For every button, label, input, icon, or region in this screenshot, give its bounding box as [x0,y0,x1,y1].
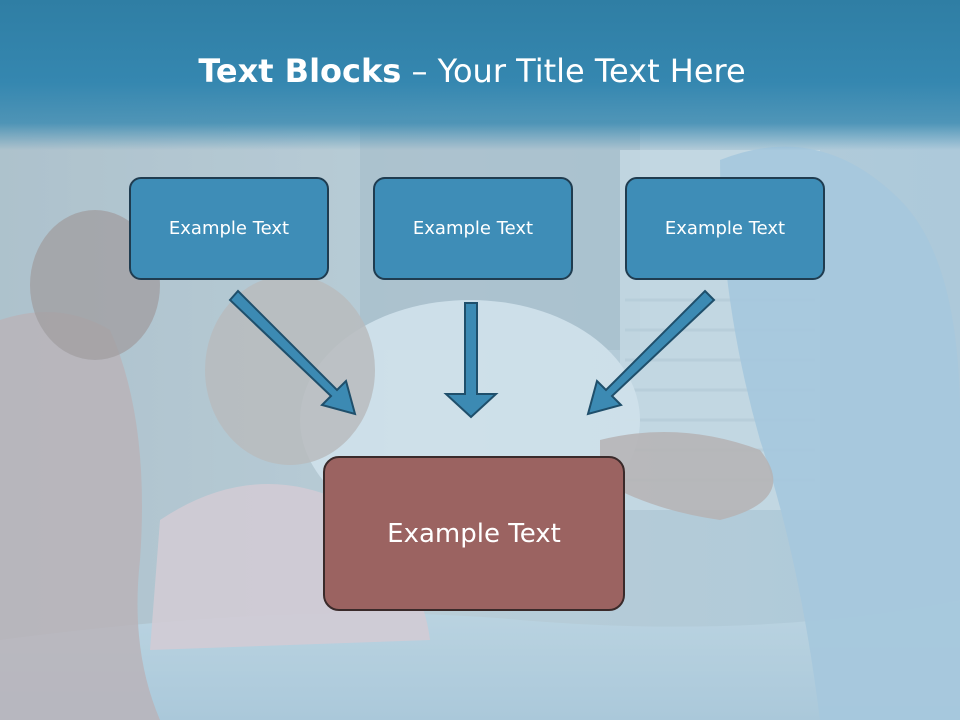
arrow-right [586,289,716,416]
main-text-block[interactable]: Example Text [323,456,625,611]
text-block-2-label: Example Text [412,218,534,239]
title-bold-text: Text Blocks [198,52,402,90]
text-block-3[interactable]: Example Text [625,177,825,280]
title-rest-text: Your Title Text Here [437,52,746,90]
title-bar [0,0,960,150]
text-block-1[interactable]: Example Text [129,177,329,280]
title-dash: – [401,52,438,90]
arrow-left [228,289,357,416]
main-text-block-label: Example Text [387,518,561,549]
text-block-2[interactable]: Example Text [373,177,573,280]
text-block-3-label: Example Text [664,218,786,239]
arrow-center [443,302,499,419]
slide-title: Text Blocks – Your Title Text Here [0,52,944,90]
text-block-1-label: Example Text [168,218,290,239]
